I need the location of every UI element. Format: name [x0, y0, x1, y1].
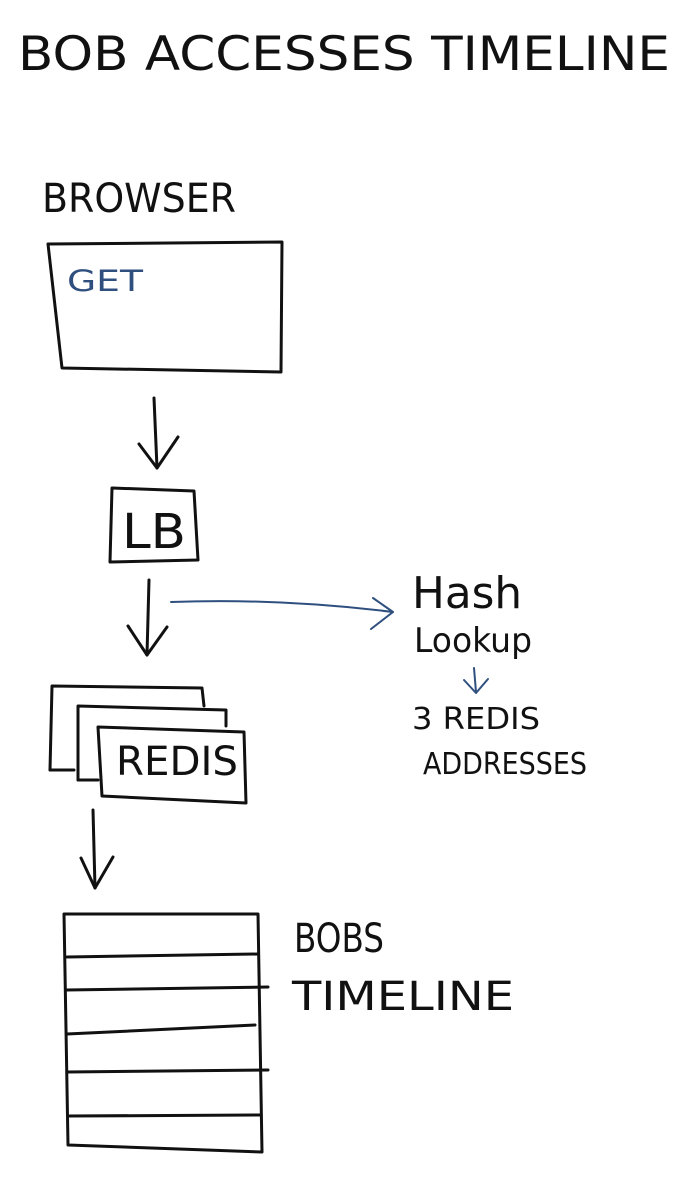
- timeline-row-divider: [65, 1068, 270, 1074]
- load-balancer-node: LB: [108, 486, 200, 564]
- redis-addresses-label: ADDRESSES: [423, 747, 587, 782]
- browser-get-request: GET: [67, 264, 143, 298]
- timeline-row-divider: [66, 1113, 262, 1118]
- lookup-label: Lookup: [414, 621, 532, 661]
- arrow-lb-to-hash-lookup: [170, 597, 394, 630]
- arrow-redis-to-timeline: [79, 808, 115, 890]
- diagram-title: BOB ACCESSES TIMELINE: [18, 27, 670, 82]
- load-balancer-label: LB: [122, 504, 186, 560]
- timeline-row-divider: [64, 985, 270, 992]
- browser-label: BROWSER: [42, 176, 236, 222]
- hash-label: Hash: [412, 568, 522, 619]
- browser-node: BROWSER GET: [42, 176, 284, 374]
- hash-lookup-note: Hash Lookup 3 REDIS ADDRESSES: [412, 568, 587, 782]
- redis-node: REDIS: [48, 684, 248, 805]
- timeline-list: BOBS TIMELINE: [62, 912, 514, 1154]
- arrow-lb-to-redis: [126, 578, 169, 657]
- redis-instance-front: [96, 725, 248, 805]
- timeline-list-frame: [62, 912, 264, 1154]
- redis-instance-middle: [76, 704, 228, 782]
- redis-count-label: 3 REDIS: [412, 702, 540, 737]
- browser-window: [46, 240, 284, 374]
- timeline-label-line2: TIMELINE: [291, 974, 514, 1020]
- redis-instance-back: [48, 684, 206, 772]
- arrow-browser-to-lb: [137, 396, 180, 470]
- load-balancer-box: [108, 486, 200, 564]
- redis-label: REDIS: [116, 739, 238, 785]
- timeline-row-divider: [65, 1023, 257, 1036]
- timeline-row-divider: [65, 952, 260, 959]
- timeline-label-line1: BOBS: [294, 916, 384, 962]
